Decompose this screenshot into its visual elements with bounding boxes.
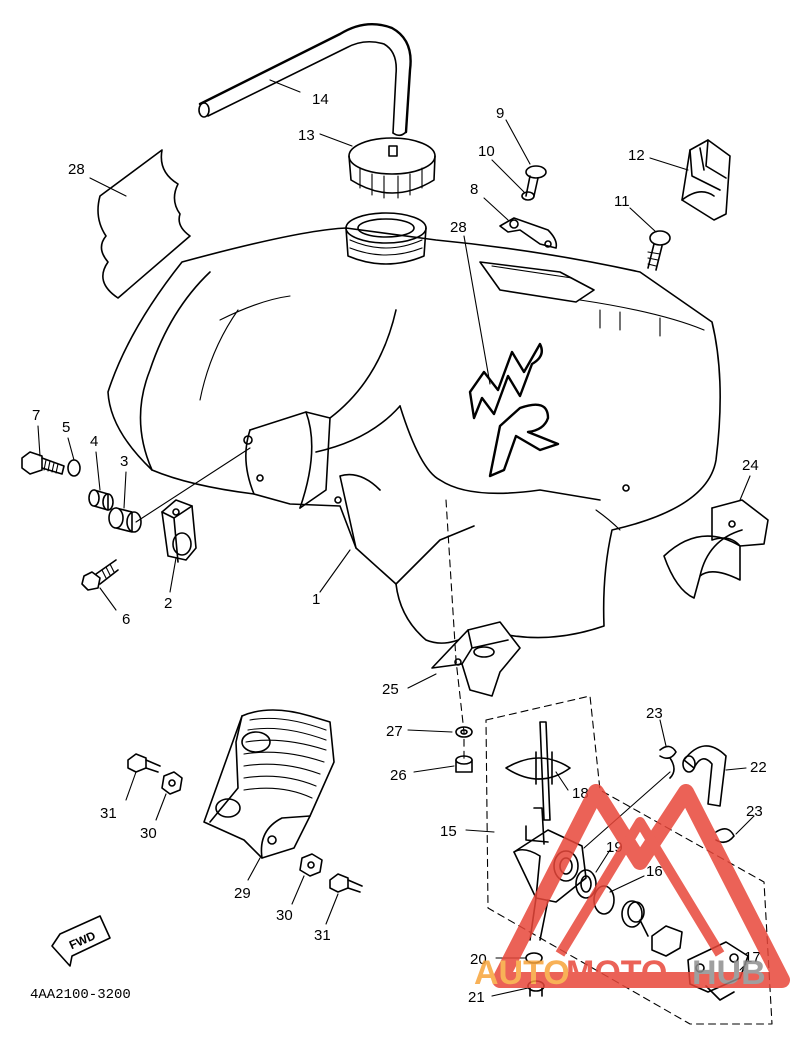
watermark-text-auto: AUTO (474, 954, 570, 992)
callout-16: 16 (646, 863, 663, 880)
diagram-code: 4AA2100-3200 (30, 987, 131, 1003)
nut-30-right (299, 853, 323, 877)
callout-8: 8 (470, 181, 478, 198)
callout-13: 13 (298, 127, 315, 144)
decal-text: WR (485, 402, 525, 431)
callout-11: 11 (614, 193, 630, 210)
callout-27: 27 (386, 723, 403, 740)
callout-3: 3 (120, 453, 128, 470)
alignment-line-center (445, 499, 465, 761)
watermark-logo: AUTO MOTO HUB (474, 784, 790, 992)
damper-12 (681, 139, 731, 221)
fuel-cap (348, 137, 436, 199)
hose-clip-23-lower (715, 828, 735, 844)
bracket-25 (431, 621, 521, 697)
callout-29: 29 (234, 885, 251, 902)
grommet-3 (108, 507, 142, 533)
callout-5: 5 (62, 419, 70, 436)
callout-4: 4 (90, 433, 98, 450)
damper-24 (663, 499, 769, 599)
lever-spring (621, 900, 649, 937)
callout-17: 17 (744, 949, 761, 966)
callout-30-right: 30 (276, 907, 293, 924)
callout-28-left: 28 (68, 161, 85, 178)
bolt-31-left (127, 753, 161, 773)
callout-30-left: 30 (140, 825, 157, 842)
callout-10: 10 (478, 143, 495, 160)
callout-21: 21 (468, 989, 485, 1006)
callout-2: 2 (164, 595, 172, 612)
wr-decal: WR (468, 342, 560, 478)
breather-hose (198, 22, 412, 137)
callout-31-left: 31 (100, 805, 117, 822)
bolt-11 (647, 230, 671, 271)
nut-30-left (161, 771, 183, 795)
leader-lines (37, 79, 755, 997)
callout-15: 15 (440, 823, 457, 840)
callout-26: 26 (390, 767, 407, 784)
screw-9 (525, 165, 547, 197)
callout-23-lower: 23 (746, 803, 763, 820)
callout-9: 9 (496, 105, 504, 122)
hose-clip-23-upper (659, 745, 677, 779)
alignment-line-hose (583, 771, 671, 849)
callout-20: 20 (470, 951, 487, 968)
watermark-text-moto: MOTO (566, 954, 667, 992)
callout-1: 1 (312, 591, 320, 608)
stay-plate (499, 217, 558, 249)
bolt-26 (455, 755, 473, 773)
washer-10 (521, 191, 535, 201)
fuel-strainer-18 (505, 721, 571, 821)
callout-25: 25 (382, 681, 399, 698)
callout-22: 22 (750, 759, 767, 776)
fuel-hose-22 (682, 745, 727, 807)
washer-5 (67, 459, 81, 477)
callout-numbers: 14 13 28 9 10 8 28 12 11 24 7 5 4 3 2 6 … (32, 91, 767, 1006)
callout-28-right: 28 (450, 219, 467, 236)
alignment-line-left (135, 447, 251, 523)
decal-sheet (97, 149, 191, 299)
callout-6: 6 (122, 611, 130, 628)
forward-direction-arrow: FWD (51, 915, 111, 967)
callout-31-right: 31 (314, 927, 331, 944)
bolt-6 (81, 559, 119, 591)
fuel-tank (107, 212, 721, 644)
callout-24: 24 (742, 457, 759, 474)
watermark-text-hub: HUB (692, 954, 766, 992)
callout-7: 7 (32, 407, 40, 424)
bolt-7 (21, 451, 65, 475)
callout-23-upper: 23 (646, 705, 663, 722)
callout-14: 14 (312, 91, 329, 108)
callout-12: 12 (628, 147, 645, 164)
bolt-31-right (329, 873, 363, 893)
collar-4 (88, 489, 114, 511)
o-ring-19 (575, 869, 597, 899)
wave-washer (651, 925, 683, 957)
cover-29 (203, 709, 335, 859)
bracket-2 (161, 499, 197, 563)
